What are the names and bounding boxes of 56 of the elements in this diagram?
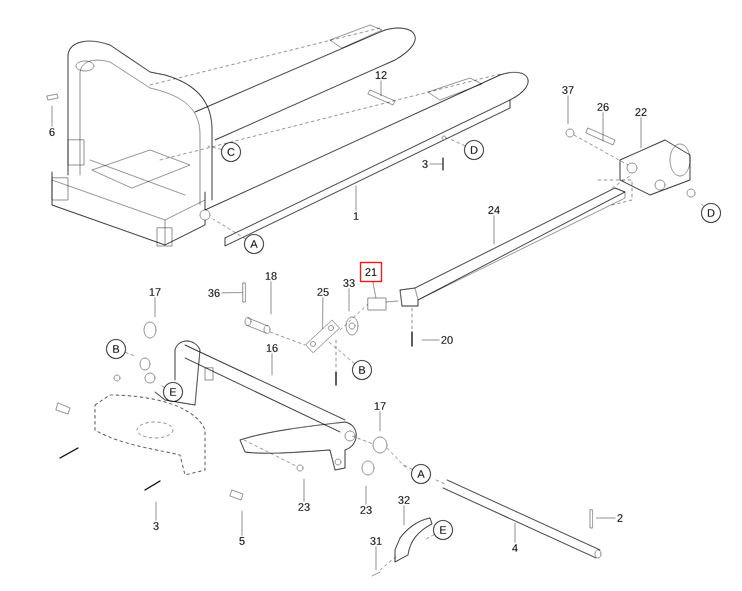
- callout-number: 12: [376, 71, 387, 79]
- leader-line: [160, 384, 164, 388]
- leader-line: [125, 352, 136, 356]
- callout-number: 32: [398, 496, 410, 504]
- callout-number: 3: [153, 522, 159, 530]
- callout-number: 17: [374, 402, 386, 410]
- callout-number: 37: [562, 86, 574, 94]
- highlighted-callout-number: 21: [360, 262, 382, 282]
- leader-line: [602, 112, 604, 142]
- leader-line: [270, 281, 272, 314]
- leader-line: [424, 534, 434, 540]
- leader-line: [700, 202, 704, 207]
- callout-number: 31: [370, 537, 382, 545]
- leader-line: [326, 340, 355, 364]
- leader-line: [640, 117, 642, 148]
- leader-line: [212, 218, 246, 240]
- callout-number: 22: [635, 108, 647, 116]
- leader-line: [402, 464, 412, 470]
- callout-number: 26: [597, 103, 609, 111]
- circled-letter: D: [464, 140, 484, 160]
- leader-line: [222, 292, 243, 294]
- leader-line: [450, 138, 466, 146]
- callout-number: 18: [266, 272, 277, 280]
- callout-number: 1: [354, 212, 359, 220]
- circled-letter: B: [352, 360, 372, 380]
- circled-letter: B: [106, 339, 126, 359]
- callout-number: 17: [150, 288, 161, 296]
- leader-line: [322, 297, 324, 329]
- callout-number: 20: [441, 336, 453, 344]
- pin-part: [368, 298, 386, 310]
- leader-line: [348, 288, 350, 312]
- circled-letter: C: [221, 142, 241, 162]
- circled-letter: E: [433, 520, 453, 540]
- callout-number: 5: [239, 537, 245, 545]
- leader-line: [154, 297, 156, 318]
- callout-number: 25: [317, 288, 329, 296]
- callout-number: 24: [488, 206, 500, 214]
- callout-number: 4: [512, 544, 518, 552]
- callout-number: 16: [266, 344, 278, 352]
- clevis-part: [305, 320, 340, 353]
- callout-number: 6: [50, 128, 55, 136]
- callout-number: 23: [298, 503, 310, 511]
- leader-line: [514, 522, 516, 543]
- leader-line: [208, 146, 222, 150]
- circled-letter: A: [244, 234, 264, 254]
- leader-line: [380, 80, 382, 96]
- callout-number: 36: [208, 289, 220, 297]
- leader-line: [372, 282, 376, 298]
- circled-letter: E: [163, 382, 183, 402]
- callout-number: 3: [422, 160, 428, 168]
- pin-part: [242, 282, 246, 302]
- callout-number: 2: [618, 514, 622, 522]
- callout-number: 33: [343, 279, 355, 287]
- circled-letter: A: [411, 464, 431, 484]
- circled-letter: D: [701, 203, 721, 223]
- callout-number: 23: [360, 506, 372, 514]
